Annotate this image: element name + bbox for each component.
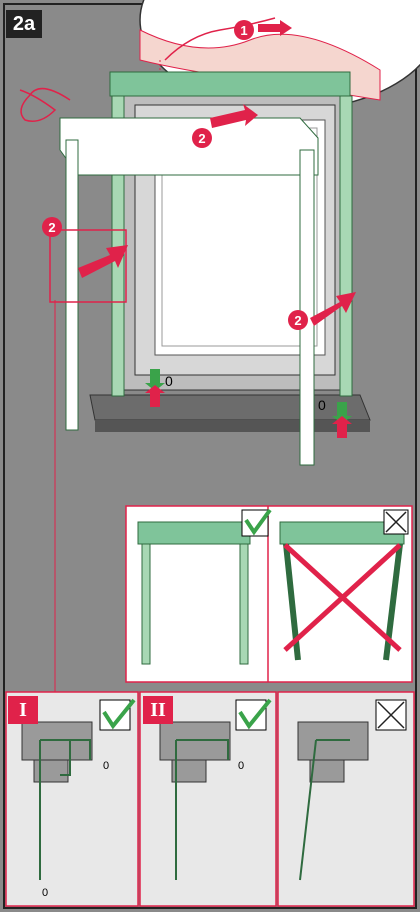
- marker-2-top: 2: [192, 128, 212, 148]
- detail-callout-box: [49, 229, 127, 303]
- detail-panel-wrong: [277, 691, 415, 907]
- svg-text:1: 1: [240, 23, 247, 38]
- svg-text:2: 2: [198, 131, 205, 146]
- svg-text:2: 2: [48, 220, 55, 235]
- svg-text:0: 0: [103, 760, 109, 772]
- arrow-push-right: [310, 292, 356, 326]
- comparison-panel: [125, 505, 413, 683]
- panel-tag-II: II: [143, 696, 173, 724]
- gap-indicator-left: 0: [145, 369, 173, 407]
- panel-tag-I: I: [8, 696, 38, 724]
- step-label: 2a: [6, 10, 42, 38]
- window-sill: [89, 394, 371, 432]
- svg-text:0: 0: [42, 887, 48, 899]
- arrow-pull: [258, 20, 292, 36]
- svg-text:0: 0: [318, 397, 326, 413]
- marker-1: 1: [234, 20, 254, 40]
- detail-panel-I: 0 0: [5, 691, 139, 907]
- svg-text:0: 0: [238, 760, 244, 772]
- detail-panel-II: 0: [139, 691, 277, 907]
- arrow-push-top: [210, 104, 258, 128]
- cord: [19, 87, 71, 122]
- svg-text:2: 2: [294, 313, 301, 328]
- marker-2-right: 2: [288, 310, 308, 330]
- svg-text:0: 0: [165, 373, 173, 389]
- arrow-push-left: [78, 245, 128, 278]
- marker-2-left: 2: [42, 217, 62, 237]
- gap-indicator-right: 0: [318, 397, 352, 438]
- front-frame: [59, 117, 319, 466]
- rear-roller-box: [109, 71, 353, 397]
